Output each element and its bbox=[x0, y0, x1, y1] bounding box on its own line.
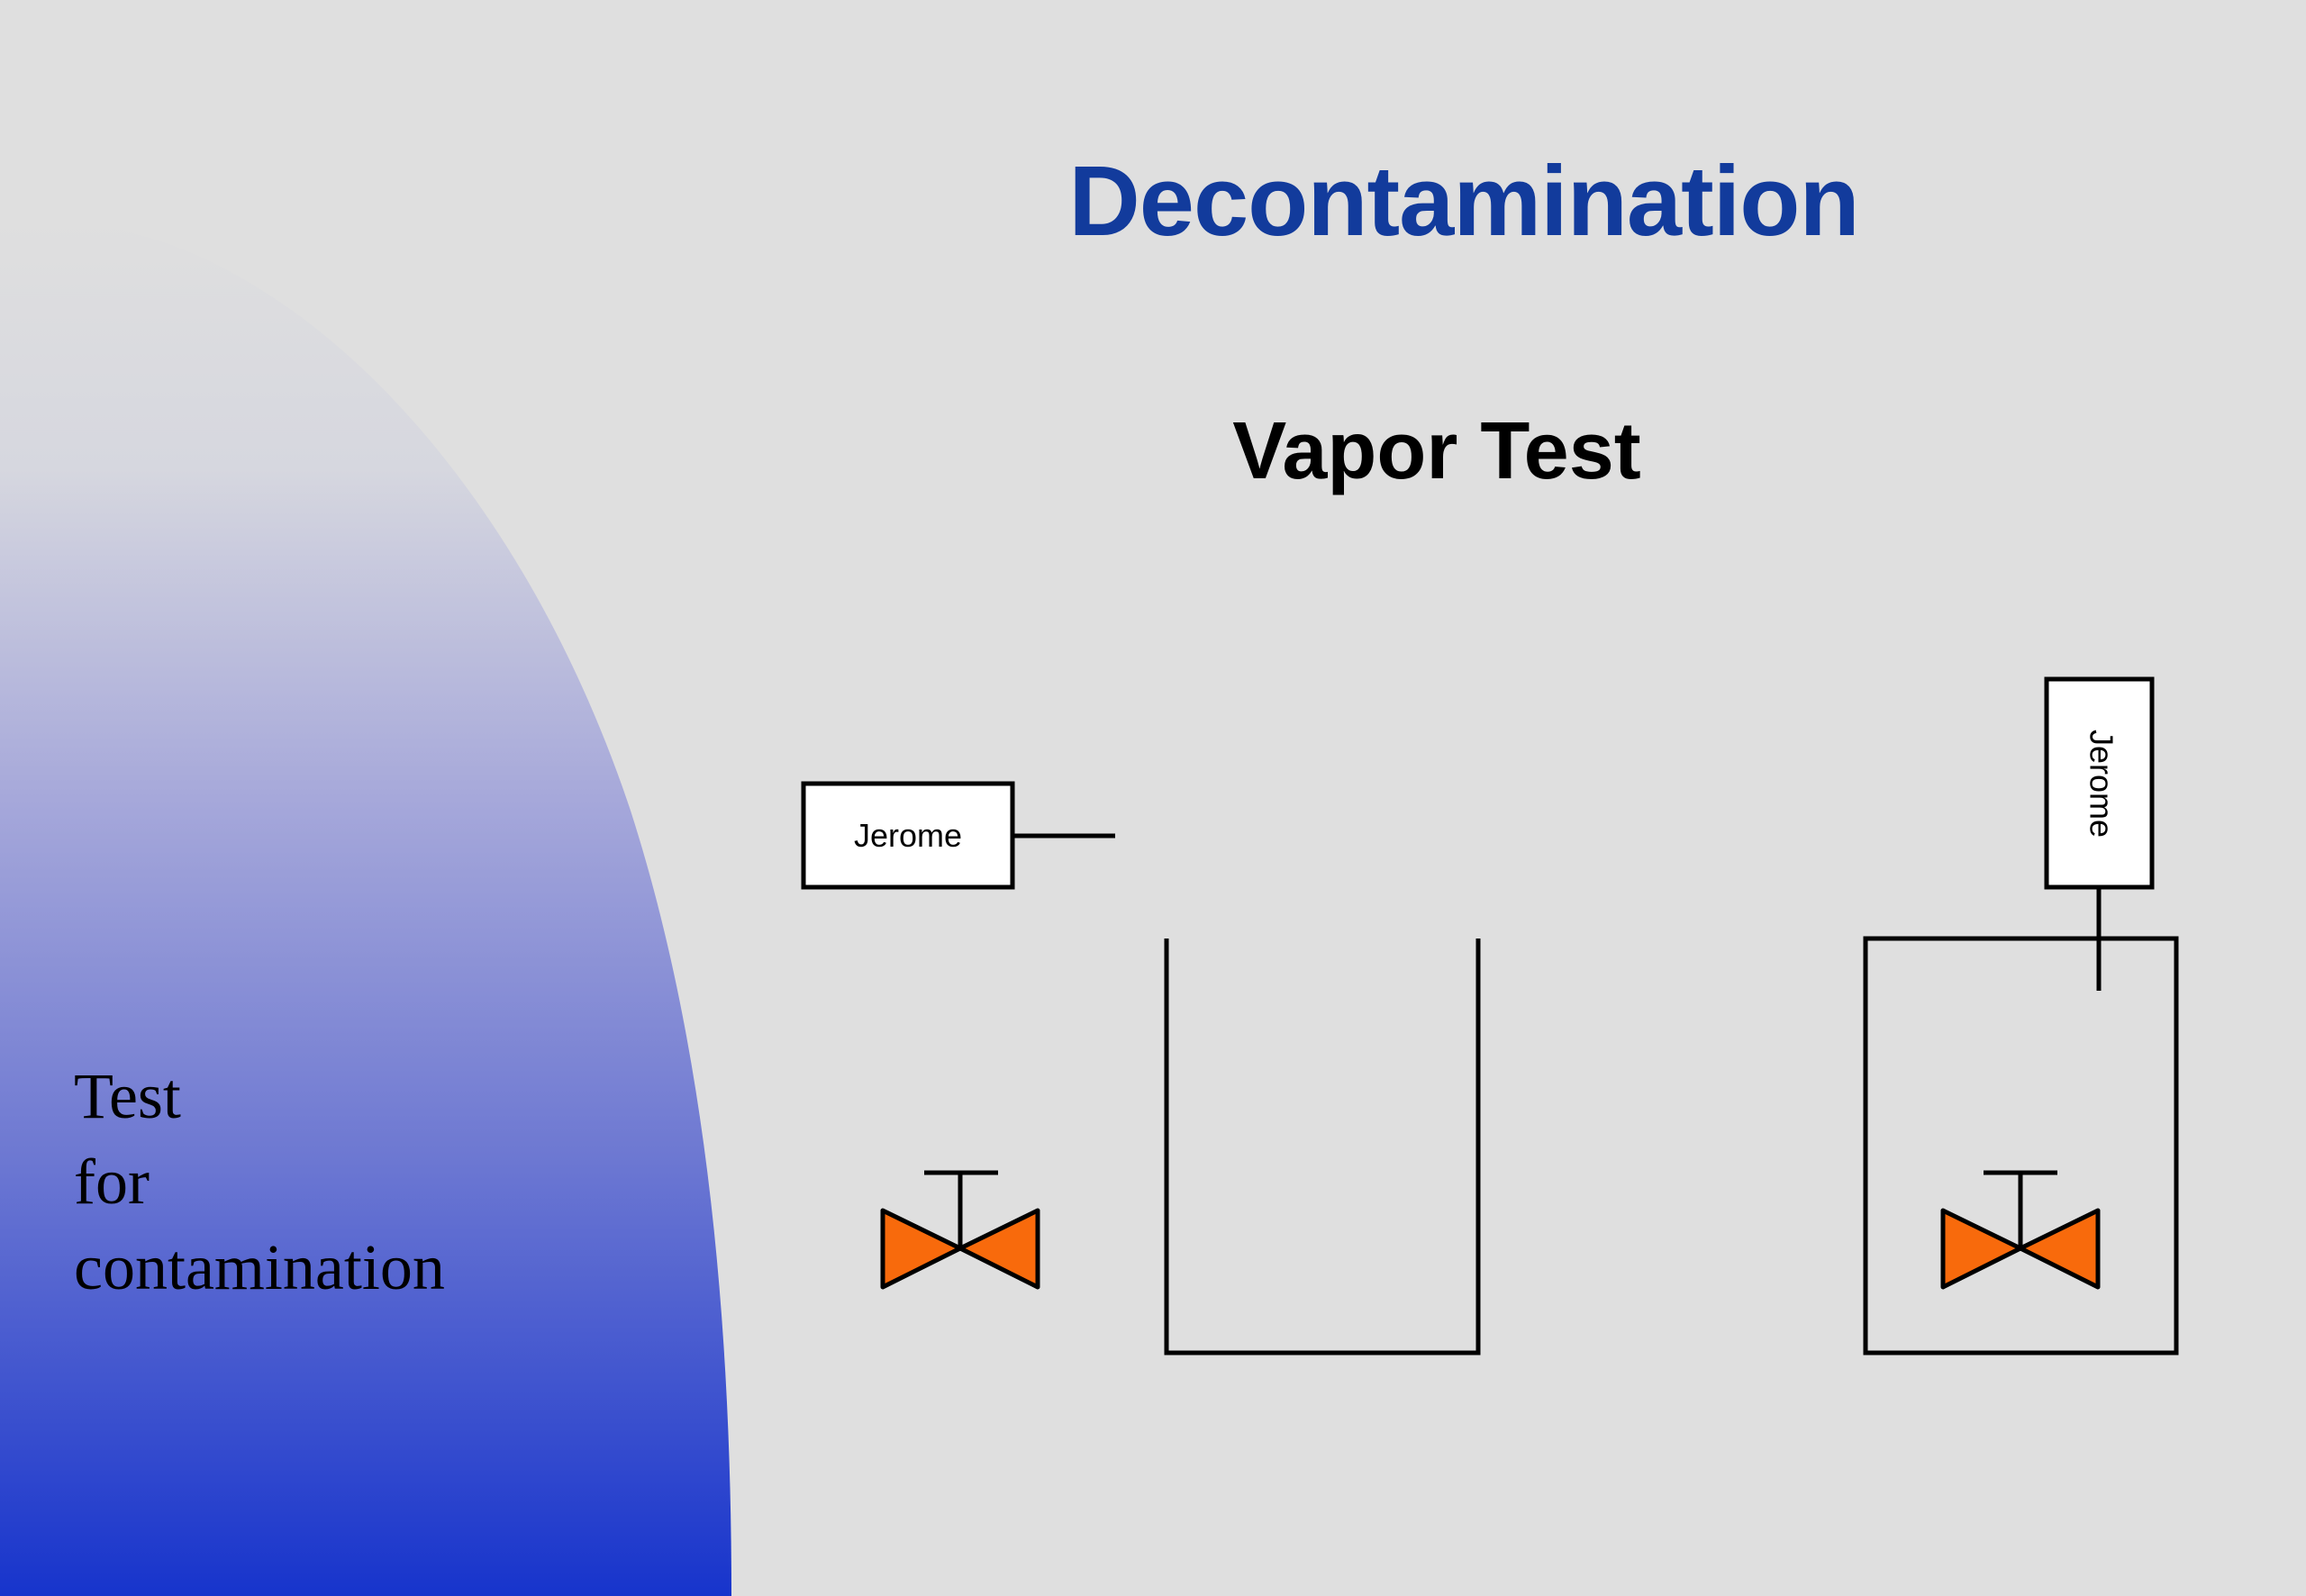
left-valve-icon bbox=[880, 1170, 1040, 1290]
side-caption-line-2: for bbox=[74, 1146, 150, 1218]
left-jerome-label: Jerome bbox=[854, 817, 962, 854]
slide-title: Decontamination bbox=[1068, 146, 1859, 257]
right-valve-icon bbox=[1940, 1170, 2101, 1290]
left-open-container bbox=[1164, 939, 1481, 1356]
right-jerome-analyzer-box bbox=[2044, 676, 2155, 890]
side-caption: Test for contamination bbox=[74, 1054, 445, 1310]
left-setup: Jerome bbox=[801, 781, 1481, 1356]
side-caption-line-1: Test bbox=[74, 1060, 181, 1132]
left-jerome-analyzer-box bbox=[801, 781, 1015, 890]
right-closed-container bbox=[1863, 936, 2179, 1356]
right-jerome-label: Jerome bbox=[2083, 730, 2120, 838]
gradient-arc-shape bbox=[0, 222, 731, 1596]
side-caption-line-3: contamination bbox=[74, 1231, 445, 1303]
right-setup: Jerome bbox=[1863, 676, 2179, 1356]
slide-subtitle: Vapor Test bbox=[1232, 406, 1641, 496]
